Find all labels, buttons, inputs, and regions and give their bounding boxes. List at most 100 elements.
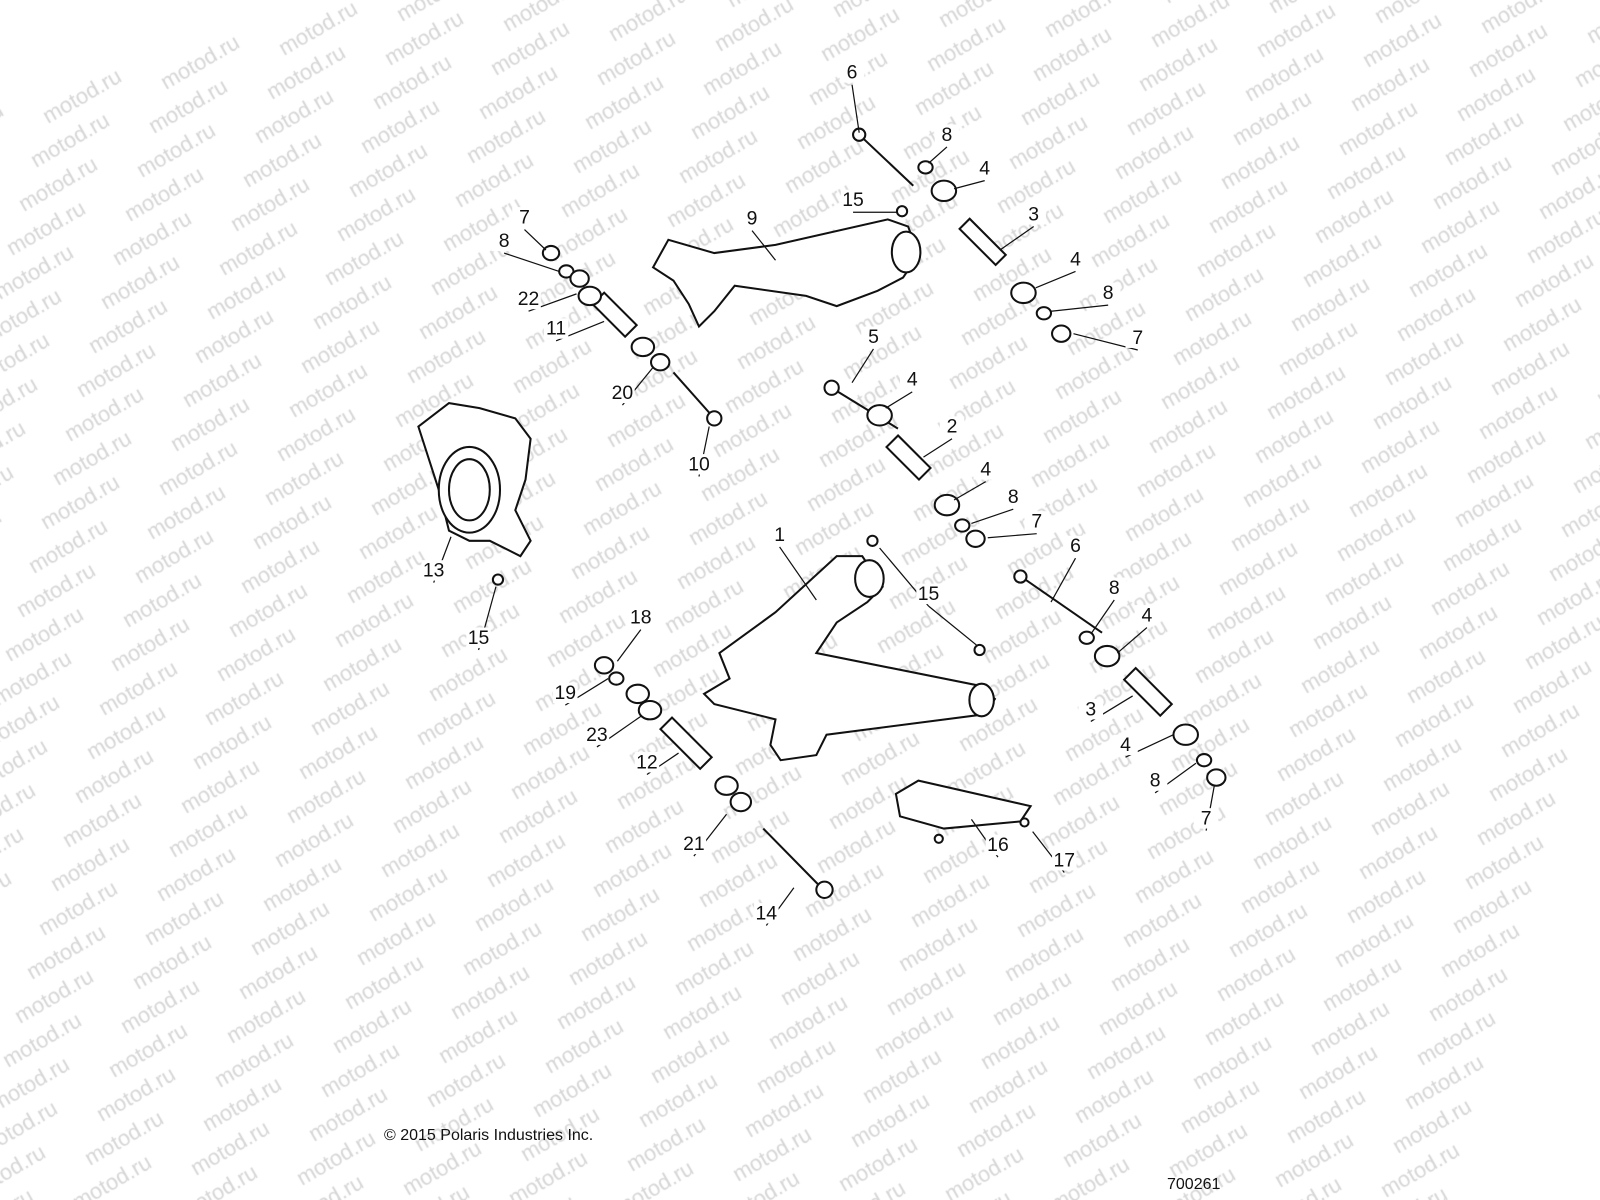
leader-line [503, 252, 560, 273]
callout-number: 4 [907, 369, 918, 391]
callout-number: 4 [980, 459, 991, 481]
callout-background [1052, 850, 1077, 871]
upper-control-arm [651, 218, 920, 329]
callout-number: 20 [612, 382, 634, 404]
callout-background [686, 454, 712, 475]
callout-number: 7 [1132, 327, 1143, 349]
callout-background [1021, 204, 1046, 225]
callout-number: 15 [918, 583, 940, 605]
callout-number: 7 [519, 206, 530, 228]
lower-arm-pivot [854, 559, 885, 598]
callout-background [739, 208, 765, 229]
callout-background [1113, 734, 1138, 756]
callout-background [1102, 577, 1127, 598]
leader-line [1091, 599, 1115, 633]
callout-background [861, 326, 886, 347]
leader-line [851, 348, 874, 383]
callout-background [491, 230, 517, 252]
leader-line [928, 146, 948, 164]
callout-background [553, 682, 578, 704]
skid-guard [894, 779, 1033, 830]
lower-control-arm [702, 555, 997, 762]
callout-number: 15 [842, 189, 864, 211]
callout-number: 21 [683, 833, 705, 855]
leader-line [999, 226, 1035, 251]
leader-line [751, 230, 776, 261]
callout-number: 23 [586, 724, 608, 746]
callout-number: 5 [868, 326, 879, 348]
bushings-and-hardware [491, 160, 1227, 844]
callout-number: 13 [423, 560, 445, 582]
callout-number: 4 [979, 157, 990, 179]
leader-line [851, 84, 860, 133]
callout-number: 8 [942, 124, 953, 146]
callout-number: 2 [947, 416, 958, 438]
callout-number: 4 [1142, 604, 1153, 626]
callout-background [1125, 327, 1150, 348]
callout-background [1024, 511, 1049, 532]
callout-number: 8 [1109, 577, 1120, 599]
callout-background [934, 124, 960, 145]
leader-line [953, 180, 985, 190]
callout-background [767, 524, 792, 545]
copyright-text: © 2015 Polaris Industries Inc. [384, 1127, 594, 1144]
callout-background [1095, 282, 1121, 304]
callout-background [916, 583, 941, 605]
callout-number: 8 [1150, 770, 1161, 792]
callout-number: 3 [1085, 698, 1096, 720]
callout-number: 11 [546, 318, 566, 340]
callout-background [1063, 535, 1088, 557]
leader-line [524, 229, 547, 251]
bearing-bore-inner [447, 458, 491, 522]
callout-background [610, 382, 635, 404]
callout-background [466, 627, 491, 648]
leader-line [923, 438, 953, 458]
lower-arm-pivot-rear [968, 682, 995, 718]
callout-number: 19 [555, 682, 577, 704]
callout-number: 8 [499, 230, 510, 252]
callout-background [634, 752, 660, 773]
callout-background [1134, 605, 1160, 626]
leader-line [928, 605, 978, 647]
leader-line [1050, 557, 1077, 603]
callout-number: 6 [1070, 535, 1081, 557]
callout-background [839, 62, 865, 83]
callout-background [939, 416, 965, 437]
callout-background [973, 459, 998, 480]
leader-line [971, 508, 1014, 525]
callout-number: 8 [1008, 486, 1019, 508]
leader-line [1035, 270, 1076, 289]
callout-number: 12 [636, 751, 658, 773]
callout-background [421, 560, 446, 581]
callout-background [512, 207, 537, 228]
callout-background [584, 724, 610, 745]
callout-background [1063, 248, 1088, 270]
callout-number: 14 [756, 902, 778, 924]
leader-line [1116, 627, 1148, 654]
callout-number: 22 [518, 288, 540, 310]
callout-number: 9 [747, 207, 758, 229]
callout-background [543, 318, 569, 339]
callout-background [985, 834, 1011, 856]
callout-number: 7 [1031, 511, 1042, 533]
callout-background [1001, 486, 1026, 508]
arm-pivot-boss [890, 230, 922, 274]
leader-line [779, 546, 817, 601]
leader-line [1050, 304, 1109, 312]
callout-number: 4 [1120, 734, 1131, 756]
leader-line [885, 391, 913, 409]
callout-background [516, 288, 541, 310]
callout-background [1142, 770, 1168, 791]
callout-background [840, 189, 866, 211]
callout-background [754, 903, 779, 924]
callout-background [1078, 698, 1104, 720]
callout-number: 7 [1201, 807, 1212, 829]
callout-number: 4 [1070, 248, 1081, 270]
leader-line [616, 629, 642, 662]
callout-number: 10 [688, 453, 710, 475]
callout-number: 15 [468, 627, 490, 649]
leader-line [953, 481, 987, 501]
